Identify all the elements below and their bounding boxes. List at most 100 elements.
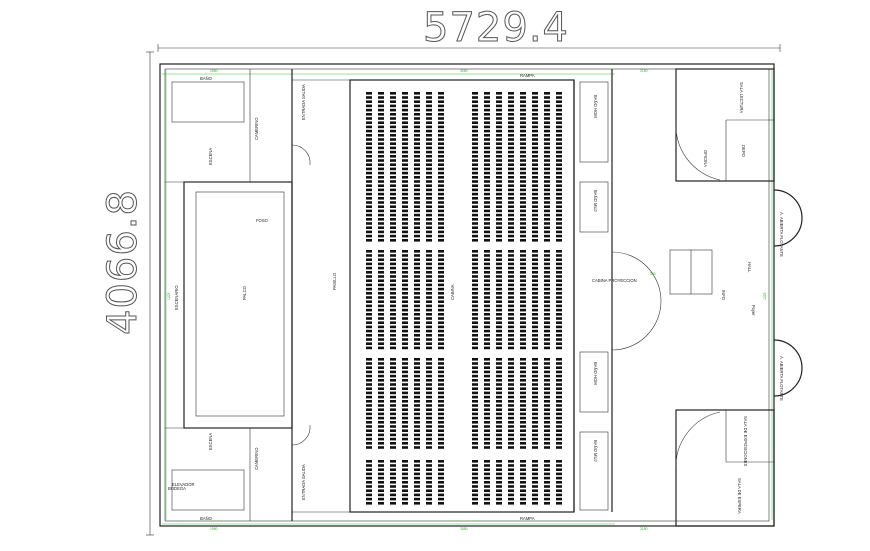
label-deposito: DEPO [741, 145, 746, 158]
seat [378, 485, 384, 488]
seat [414, 117, 420, 120]
seat [532, 433, 538, 437]
seat [366, 329, 372, 333]
seat [414, 205, 420, 208]
seat [414, 92, 420, 95]
seat [472, 230, 478, 234]
seat [484, 279, 490, 282]
seat [496, 325, 502, 329]
seat [496, 192, 502, 196]
seat [414, 493, 420, 497]
seat [390, 366, 396, 369]
seat [508, 287, 514, 291]
seat [544, 266, 550, 270]
seat [402, 317, 408, 320]
seat [496, 485, 502, 488]
seat [532, 209, 538, 213]
seat [496, 437, 502, 441]
seat [520, 395, 526, 399]
seat [496, 362, 502, 365]
seat [414, 400, 420, 403]
seat [544, 460, 550, 463]
seat [496, 108, 502, 112]
seat [496, 184, 502, 187]
seat [544, 329, 550, 333]
seat [378, 412, 384, 416]
seat [484, 412, 490, 416]
seat [484, 222, 490, 225]
seat [556, 321, 562, 324]
seat [402, 104, 408, 108]
seat [378, 433, 384, 437]
seat [426, 481, 432, 484]
seat [378, 464, 384, 467]
seat [520, 366, 526, 369]
seat [544, 258, 550, 261]
seat [508, 205, 514, 208]
seat [484, 117, 490, 120]
seat [414, 472, 420, 476]
seat [544, 197, 550, 200]
seat [366, 321, 372, 324]
seat [426, 176, 432, 179]
seat [426, 121, 432, 124]
seat [544, 379, 550, 382]
label-info: INFO [721, 290, 726, 301]
seat [390, 266, 396, 270]
label-elevador: ELEVADOR [172, 482, 195, 487]
seat [366, 374, 372, 378]
seat [496, 296, 502, 299]
seat [426, 497, 432, 501]
seat [378, 171, 384, 175]
seat [496, 502, 502, 505]
seat [556, 100, 562, 103]
seat [484, 437, 490, 441]
seat [484, 468, 490, 471]
seat [544, 159, 550, 162]
seat [496, 300, 502, 303]
seat [414, 129, 420, 133]
seat [366, 370, 372, 374]
seat [496, 472, 502, 476]
seat [438, 304, 444, 308]
seat [544, 476, 550, 480]
seat [496, 442, 502, 445]
seat [366, 201, 372, 204]
seat [414, 250, 420, 253]
seat [438, 121, 444, 124]
seat [402, 358, 408, 361]
seat [378, 338, 384, 341]
seat [556, 171, 562, 175]
seat [366, 234, 372, 238]
seat [544, 205, 550, 208]
seat [508, 425, 514, 428]
seat [520, 464, 526, 467]
seat [438, 188, 444, 192]
seat [402, 184, 408, 187]
seat [544, 481, 550, 484]
seat [366, 129, 372, 133]
seat [496, 383, 502, 386]
seat [402, 100, 408, 103]
seat [426, 468, 432, 471]
seat [484, 400, 490, 403]
seat [390, 493, 396, 497]
seat [484, 313, 490, 316]
seat [532, 176, 538, 179]
seat [520, 142, 526, 145]
seat [390, 258, 396, 261]
seat [496, 213, 502, 217]
seat [556, 464, 562, 467]
seat [378, 134, 384, 137]
seat [544, 92, 550, 95]
seat [438, 442, 444, 445]
seat [484, 292, 490, 295]
seat [508, 230, 514, 234]
seat [544, 437, 550, 441]
seat [472, 171, 478, 175]
seat [508, 142, 514, 145]
seat [390, 383, 396, 386]
seat [366, 358, 372, 361]
seat [378, 446, 384, 449]
seat [556, 201, 562, 204]
